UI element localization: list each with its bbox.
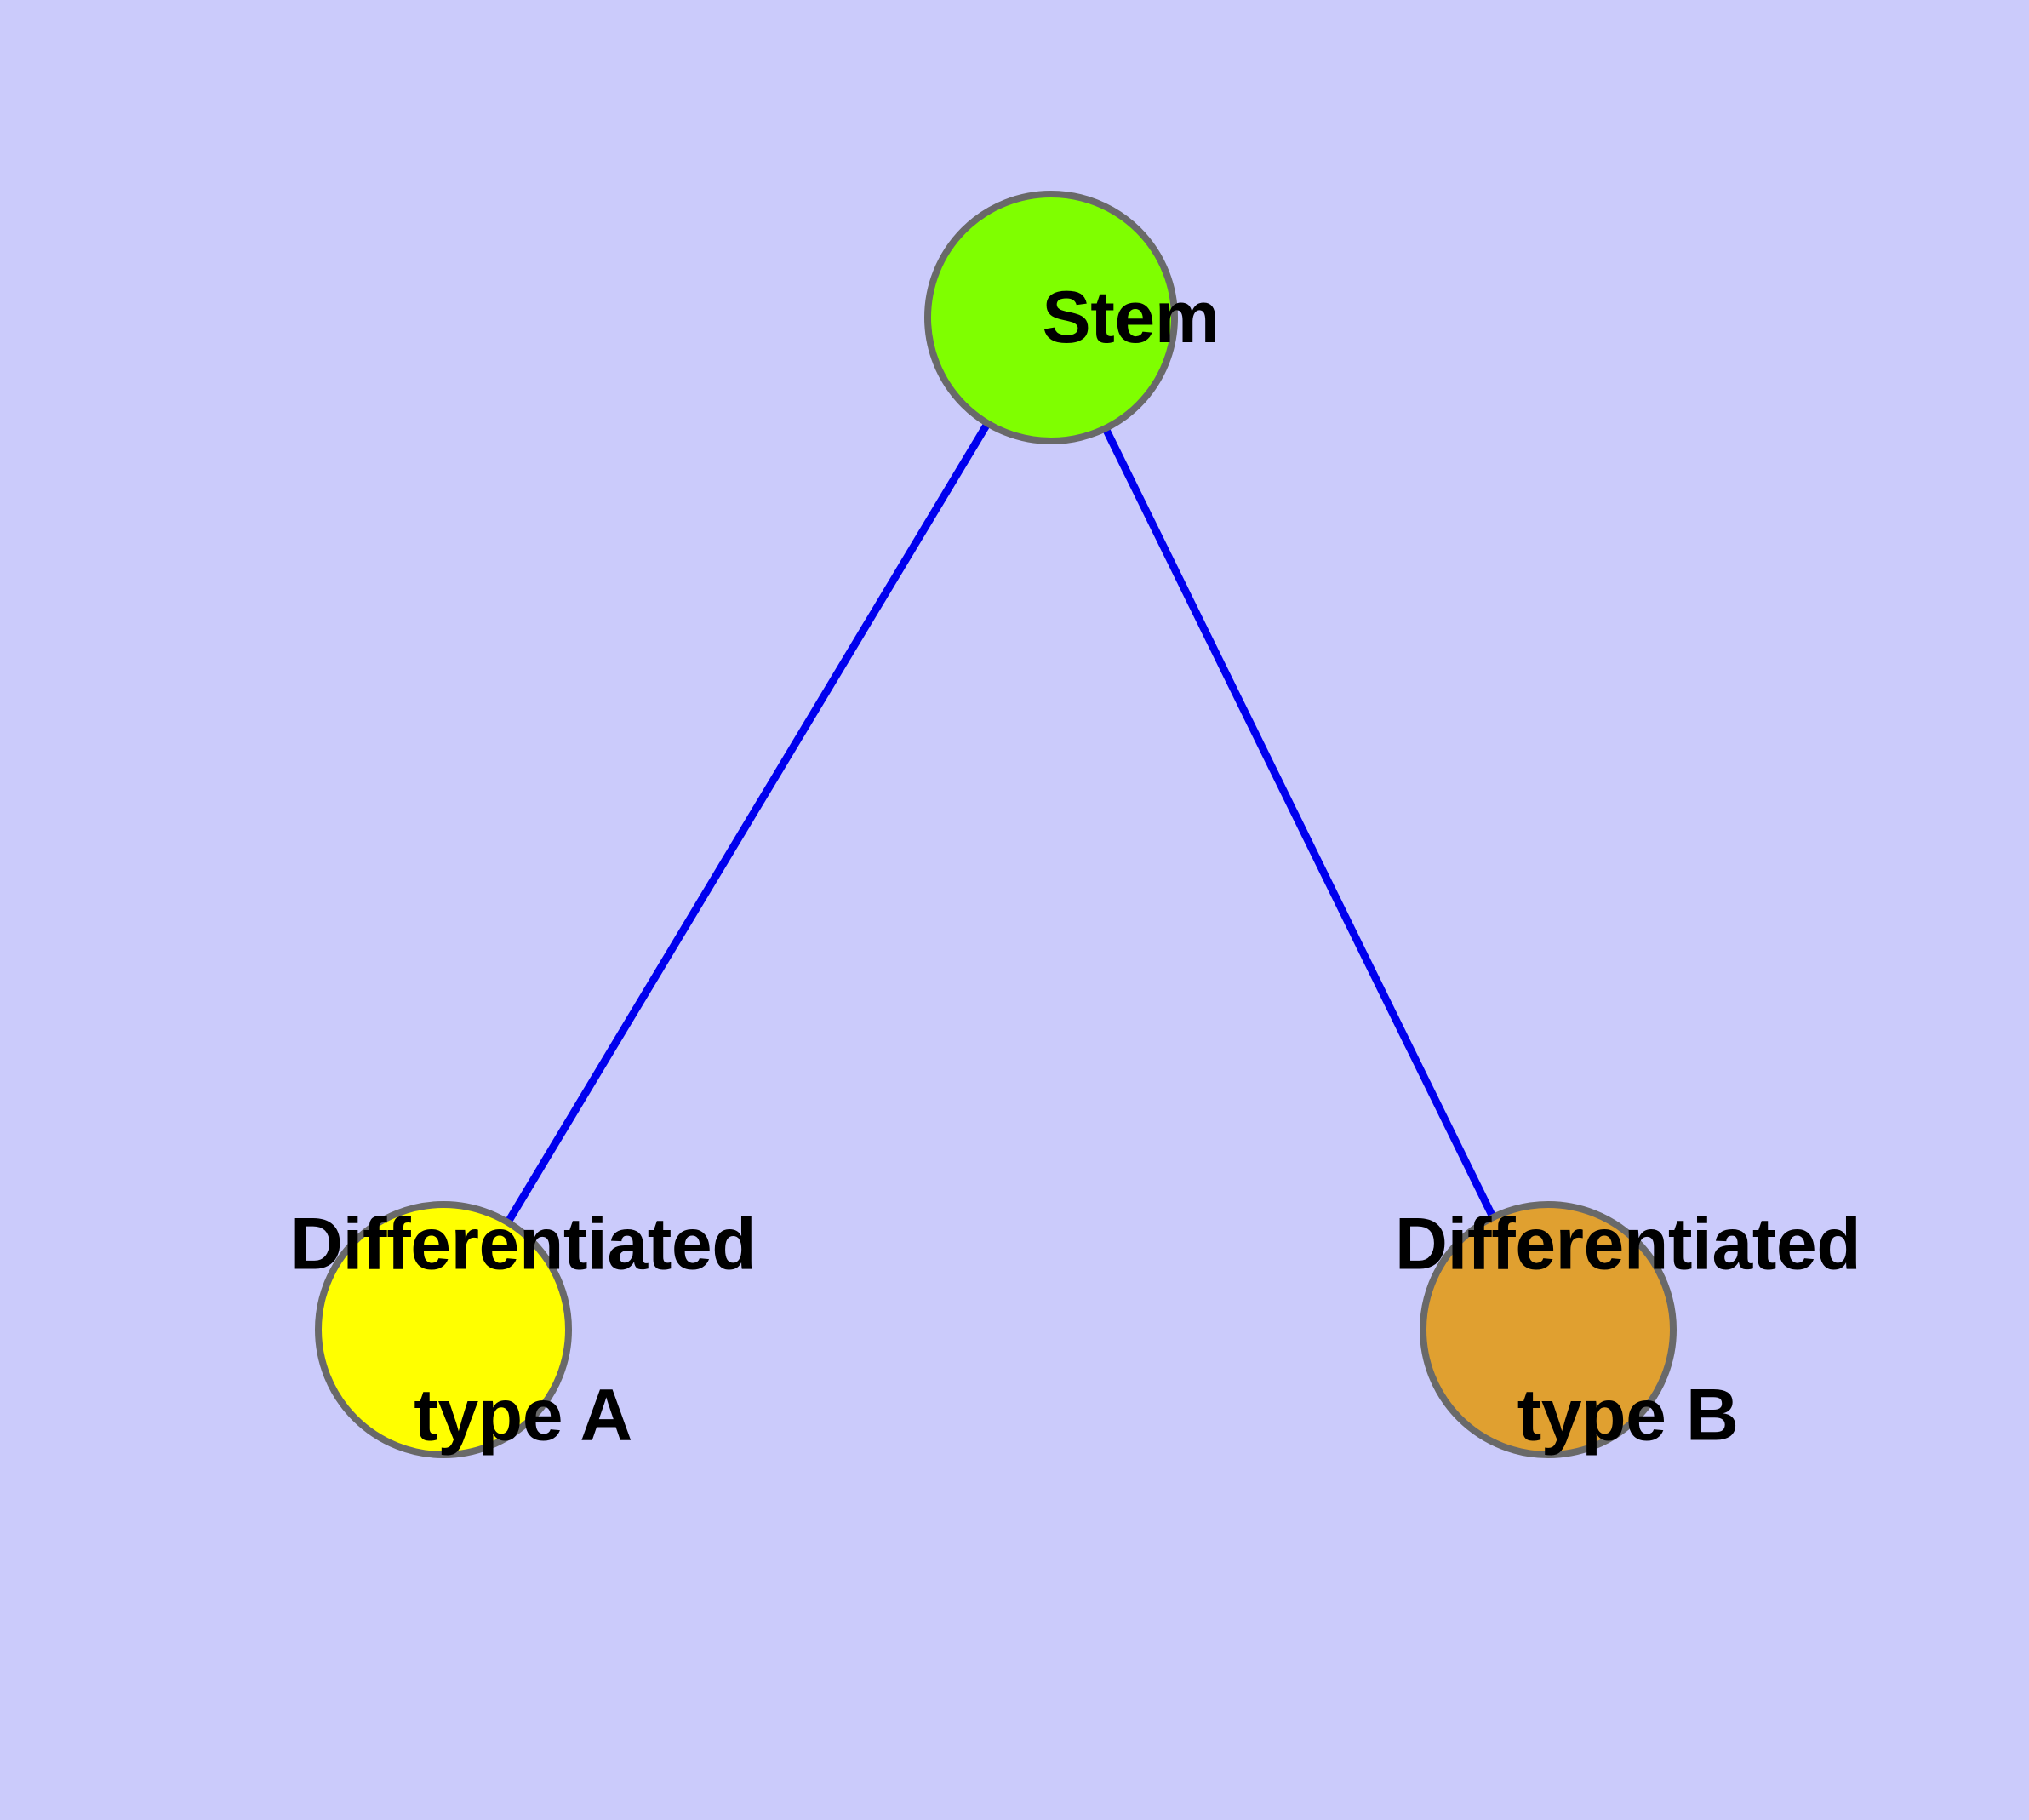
- edge-stem-to-diff-a: [440, 315, 1055, 1332]
- node-stem-label: Stem: [883, 189, 1220, 446]
- node-stem[interactable]: Stem: [924, 191, 1220, 444]
- node-stem-label-line-1: Stem: [1042, 276, 1220, 358]
- node-differentiated-type-b-label-line-1: Differentiated: [1394, 1203, 1861, 1285]
- node-differentiated-type-a-label-line-2: type A: [414, 1374, 632, 1457]
- edge-stem-to-diff-b: [1047, 316, 1552, 1331]
- node-differentiated-type-a[interactable]: Differentiated type A: [290, 1201, 757, 1458]
- node-differentiated-type-b-label: Differentiated type B: [1236, 1115, 1861, 1543]
- node-differentiated-type-a-label: Differentiated type A: [131, 1115, 757, 1543]
- node-differentiated-type-a-label-line-1: Differentiated: [289, 1203, 757, 1285]
- node-differentiated-type-b-label-line-2: type B: [1517, 1374, 1739, 1457]
- node-differentiated-type-b[interactable]: Differentiated type B: [1395, 1201, 1861, 1458]
